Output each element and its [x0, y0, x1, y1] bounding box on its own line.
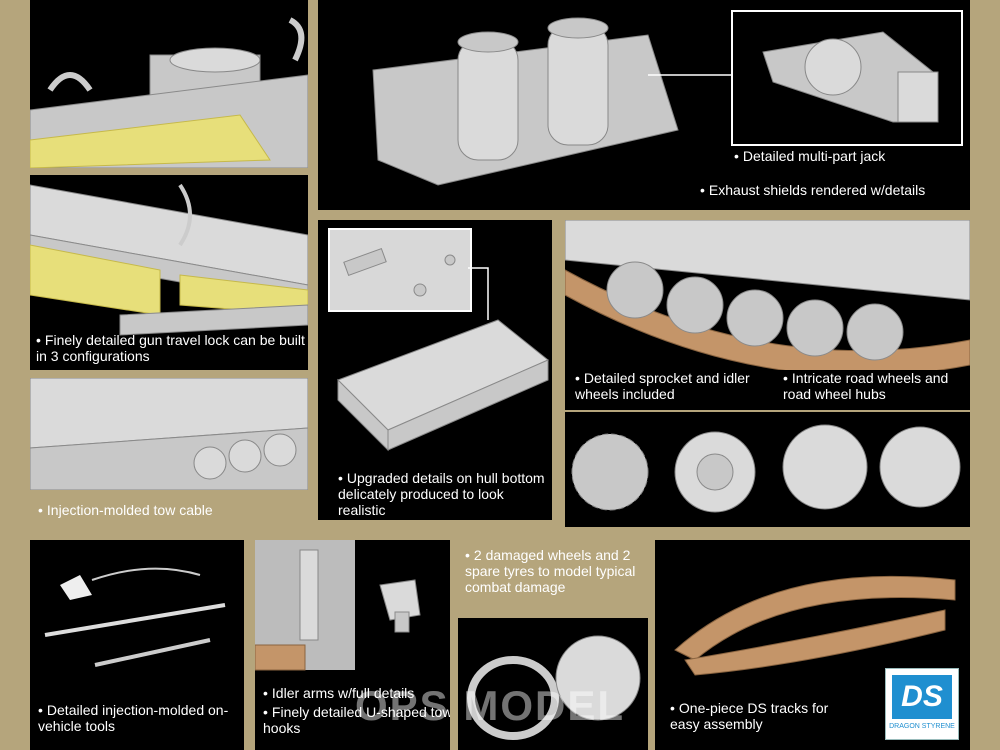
tow-cable-image: [30, 378, 308, 490]
exhaust-image: [372, 17, 733, 186]
caption-hull-bottom: •Upgraded details on hull bottom delicat…: [338, 470, 545, 518]
road-wheels-image: [565, 220, 970, 370]
caption-sprocket: •Detailed sprocket and idler wheels incl…: [575, 370, 750, 402]
panel-damaged-wheels: [458, 618, 648, 750]
panel-tow-cable: [30, 378, 308, 490]
jack-inset-frame: [731, 10, 963, 146]
panel-exhaust: •Detailed multi-part jack •Exhaust shiel…: [318, 0, 970, 210]
panel-wheels: [565, 412, 970, 527]
caption-tow-cable: •Injection-molded tow cable: [38, 502, 213, 518]
caption-exhaust: •Exhaust shields rendered w/details: [700, 182, 926, 198]
jack-image: [762, 31, 939, 123]
travel-lock-image: [30, 183, 308, 336]
caption-damaged-wheels: •2 damaged wheels and 2 spare tyres to m…: [465, 547, 636, 595]
tools-image: [44, 567, 226, 667]
panel-idler-arms: •Idler arms w/full details •Finely detai…: [255, 540, 450, 750]
caption-idler-arms: •Idler arms w/full details: [263, 685, 415, 701]
panel-turret-mesh: [30, 0, 308, 168]
caption-tools: •Detailed injection-molded on-vehicle to…: [38, 702, 229, 734]
caption-tracks: •One-piece DS tracks for easy assembly: [670, 700, 829, 732]
tracks-image: [674, 575, 956, 676]
caption-road-wheels: •Intricate road wheels and road wheel hu…: [783, 370, 949, 402]
ds-logo: DS DRAGON STYRENE: [885, 668, 959, 740]
turret-mesh-image: [30, 17, 308, 168]
hull-bottom-inset: [328, 228, 472, 312]
hull-bottom-image: [337, 267, 549, 452]
panel-hull-bottom: •Upgraded details on hull bottom delicat…: [318, 220, 552, 520]
ds-logo-subtext: DRAGON STYRENE: [889, 723, 955, 730]
idler-arms-image: [255, 540, 421, 671]
damaged-wheels-image: [467, 635, 641, 740]
caption-jack: •Detailed multi-part jack: [734, 148, 886, 164]
ds-logo-mark: DS: [892, 675, 952, 719]
wheels-image: [571, 424, 961, 513]
caption-travel-lock: •Finely detailed gun travel lock can be …: [36, 332, 305, 364]
panel-tools: •Detailed injection-molded on-vehicle to…: [30, 540, 244, 750]
caption-tow-hooks: •Finely detailed U-shaped tow hooks: [263, 704, 450, 736]
panel-sprocket: •Detailed sprocket and idler wheels incl…: [565, 220, 970, 410]
watermark: OPS MODEL: [355, 682, 626, 729]
panel-travel-lock: •Finely detailed gun travel lock can be …: [30, 175, 308, 370]
